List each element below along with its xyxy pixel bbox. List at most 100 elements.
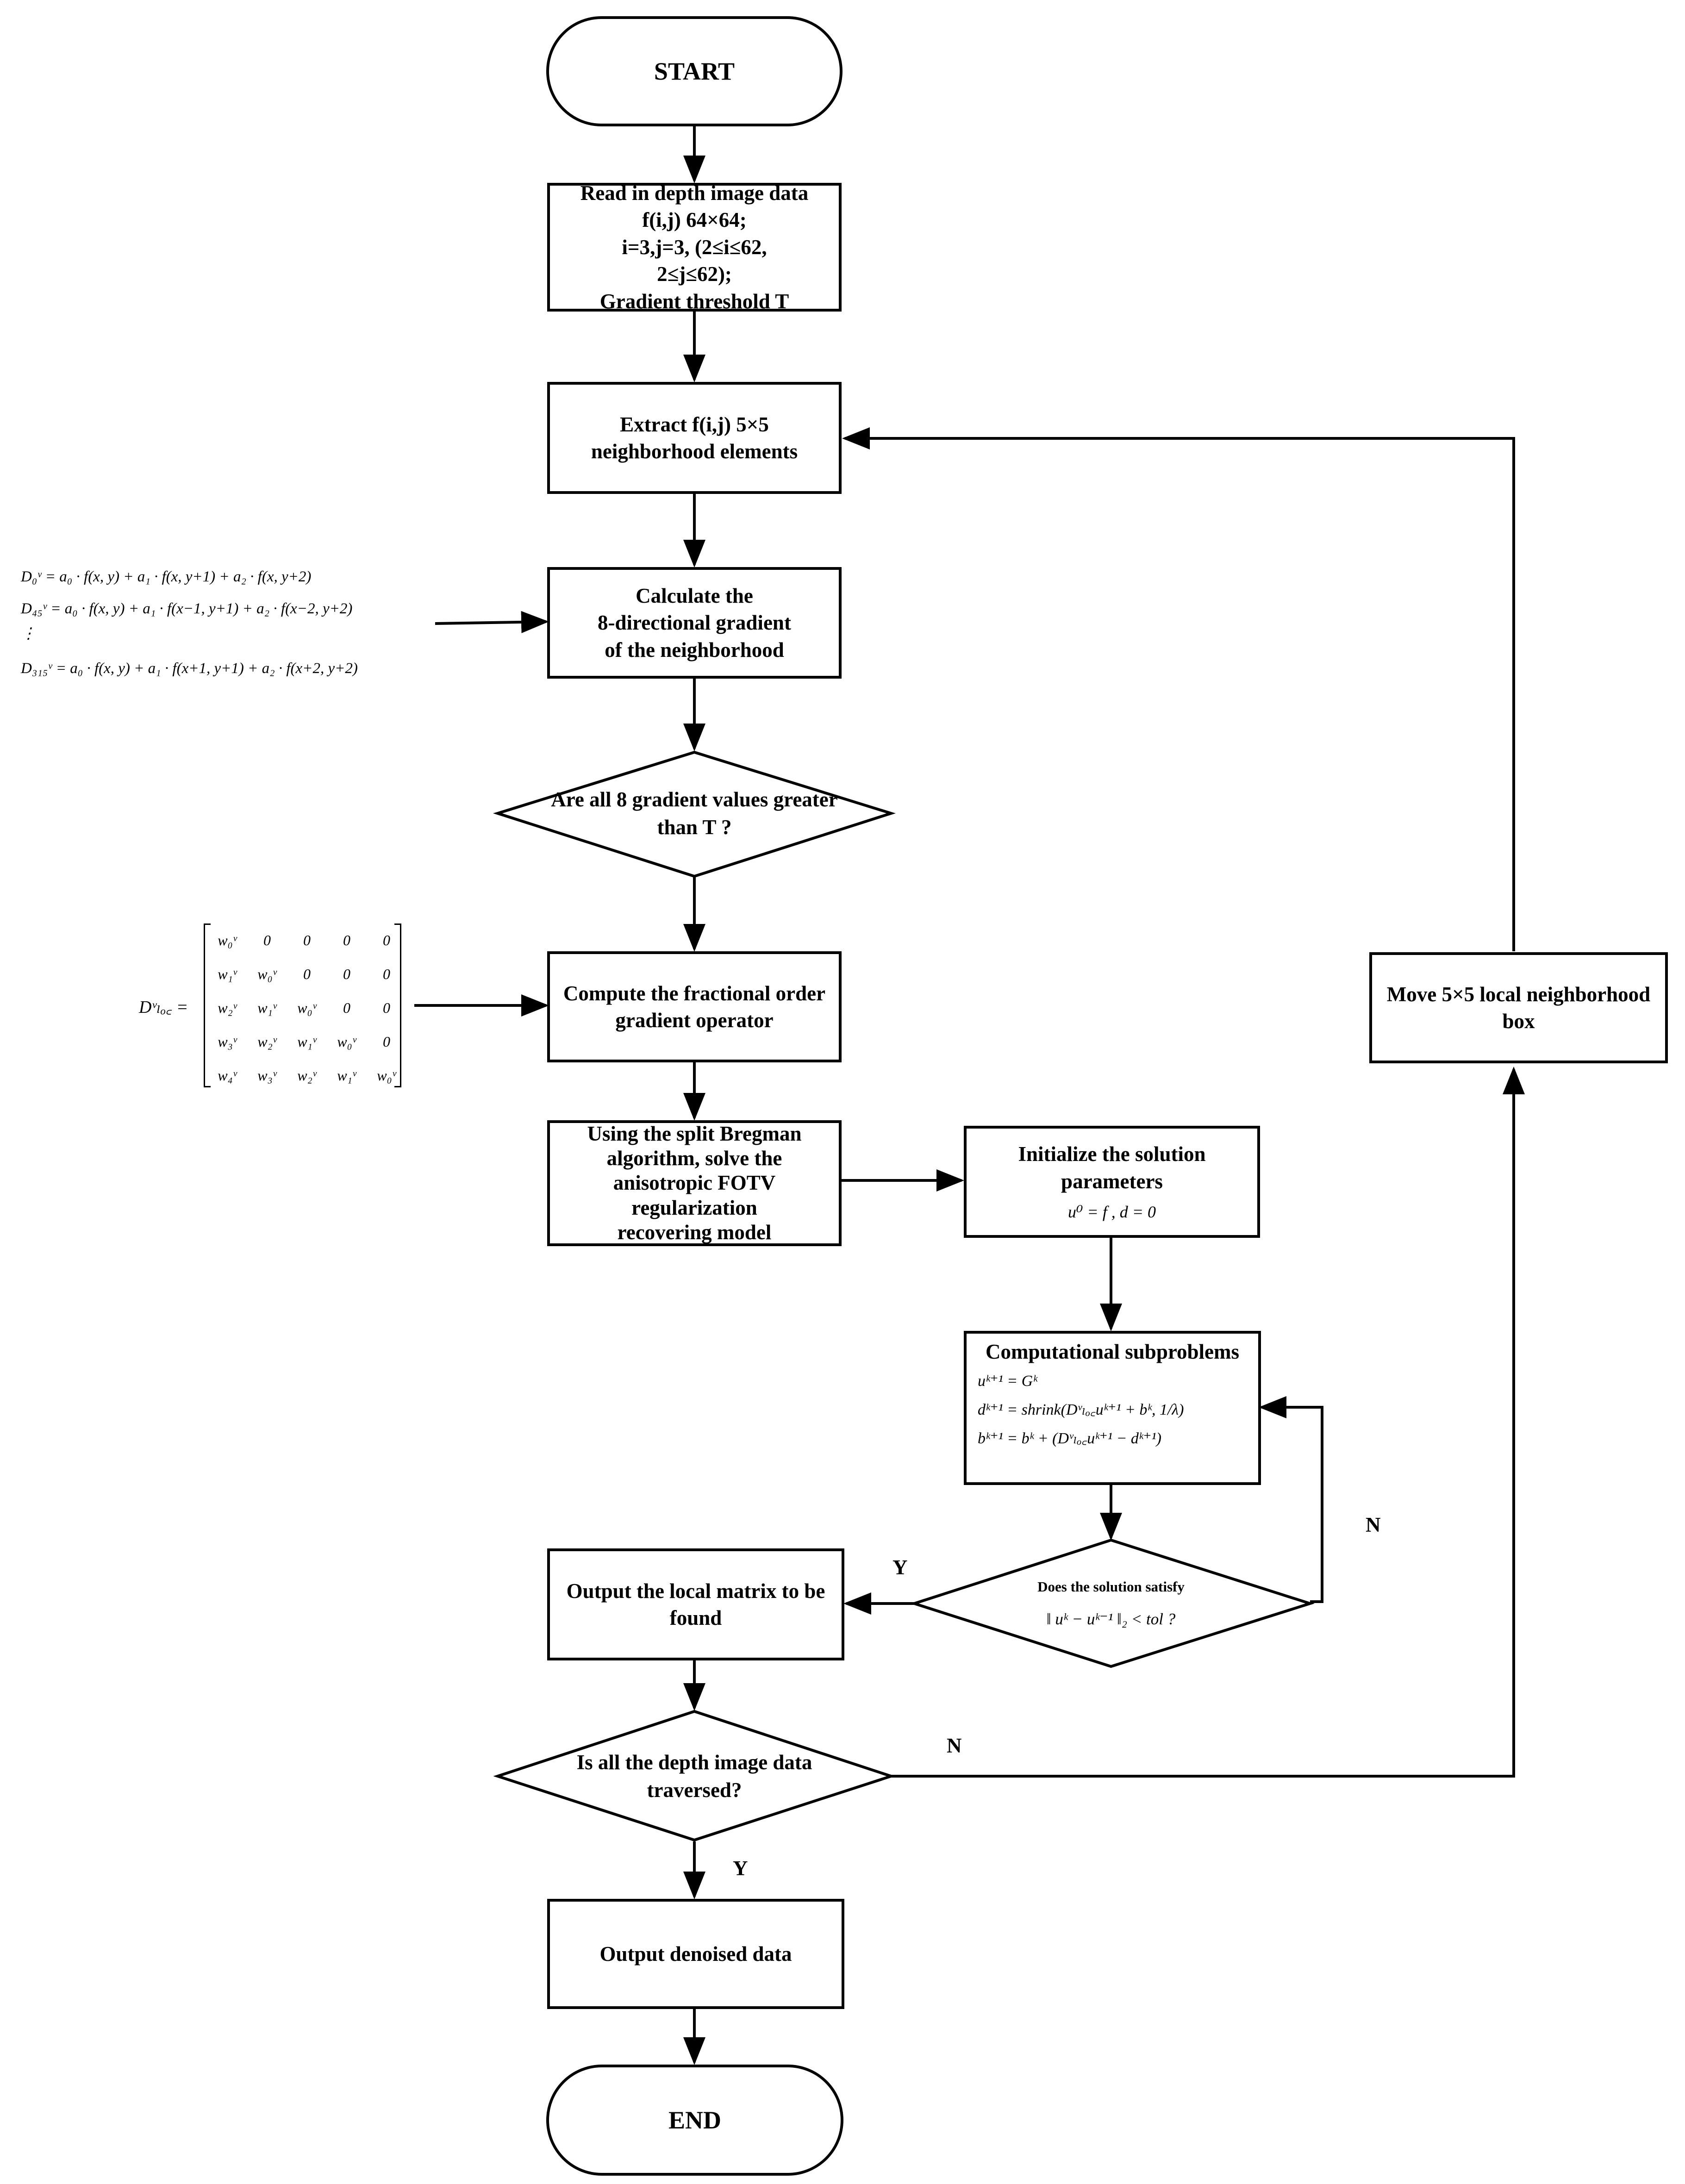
decision-gradient-shape [493,750,896,878]
matrix-cell: 0 [263,932,271,948]
matrix-cell: w₂ᵛ [297,1067,317,1084]
matrix-cell: 0 [303,966,311,982]
extract-line-2: neighborhood elements [591,440,798,463]
matrix-cell: w₀ᵛ [377,1067,396,1084]
bregman-line-3: anisotropic FOTV [613,1171,776,1195]
operator-matrix-label: Dᵛₗₒ꜀ = [139,998,188,1017]
initialize-equation: u⁰ = f , d = 0 [1067,1203,1156,1222]
gradient-equation-315: D₃₁₅ᵛ = a₀ · f(x, y) + a₁ · f(x+1, y+1) … [21,660,358,677]
label-tol-no: N [1366,1513,1381,1536]
extract-line-1: Extract f(i,j) 5×5 [620,412,769,436]
output-denoised-box: Output denoised data [547,1899,844,2009]
matrix-cell: 0 [383,1033,390,1050]
matrix-cell: w₂ᵛ [257,1033,277,1050]
decision-gradient: Are all 8 gradient values greater than T… [500,782,889,845]
calculate-line-2: 8-directional gradient [598,611,791,635]
arrow-move-extract [842,427,1515,951]
decision-tol: Does the solution satisfy ‖ uᵏ − uᵏ⁻¹ ‖₂… [944,1567,1278,1641]
initialize-box: Initialize the solution parameters u⁰ = … [964,1126,1260,1238]
matrix-right-bracket [394,924,401,1087]
compute-line-1: Compute the fractional order [563,981,826,1005]
arrow-tol-no-loop [1259,1396,1323,1603]
extract-box: Extract f(i,j) 5×5 neighborhood elements [547,382,842,494]
matrix-row: w₁ᵛ w₀ᵛ 0 0 0 [207,957,406,991]
matrix-cell: 0 [343,932,350,948]
subproblems-eq-b: bᵏ⁺¹ = bᵏ + (Dᵛₗₒ꜀uᵏ⁺¹ − dᵏ⁺¹) [978,1429,1161,1447]
operator-matrix-grid: w₀ᵛ 0 0 0 0 w₁ᵛ w₀ᵛ 0 0 0 w₂ᵛ w₁ᵛ w₀ᵛ [207,924,406,1092]
arrow-traversed-no [891,1067,1525,1778]
output-local-box: Output the local matrix to be found [547,1548,844,1660]
read-line-5: Gradient threshold T [599,289,789,313]
label-traversed-no: N [947,1734,962,1757]
calculate-line-1: Calculate the [636,584,753,607]
start-label: START [654,57,735,85]
gradient-equation-45: D₄₅ᵛ = a₀ · f(x, y) + a₁ · f(x−1, y+1) +… [21,600,353,617]
label-tol-yes: Y [892,1556,908,1579]
bregman-box: Using the split Bregman algorithm, solve… [547,1120,842,1246]
subproblems-eq-u: uᵏ⁺¹ = Gᵏ [978,1372,1037,1390]
output-local-line-2: found [669,1606,722,1629]
decision-traversed-shape [493,1710,896,1842]
end-label: END [668,2106,721,2134]
matrix-row: w₂ᵛ w₁ᵛ w₀ᵛ 0 0 [207,991,406,1025]
arrow-equations-calculate [435,611,549,633]
bregman-line-2: algorithm, solve the [606,1147,782,1170]
decision-gradient-line-1: Are all 8 gradient values greater [551,788,838,811]
matrix-row: w₃ᵛ w₂ᵛ w₁ᵛ w₀ᵛ 0 [207,1025,406,1059]
label-traversed-yes: Y [733,1857,748,1880]
calculate-gradient-box: Calculate the 8-directional gradient of … [547,567,842,679]
move-line-1: Move 5×5 local neighborhood [1386,982,1651,1006]
subproblems-title: Computational subproblems [985,1340,1240,1363]
matrix-cell: 0 [343,966,350,982]
matrix-cell: 0 [303,932,311,948]
matrix-row: w₀ᵛ 0 0 0 0 [207,924,406,957]
matrix-cell: w₁ᵛ [257,999,277,1016]
end-terminal: END [546,2065,843,2176]
gradient-equation-0: D₀ᵛ = a₀ · f(x, y) + a₁ · f(x, y+1) + a₂… [21,568,312,585]
read-line-1: Read in depth image data [580,181,809,205]
output-denoised-label: Output denoised data [599,1942,792,1966]
read-line-4: 2≤j≤62); [657,262,732,286]
matrix-cell: w₁ᵛ [337,1067,356,1084]
matrix-left-bracket [204,924,211,1087]
decision-tol-equation: ‖ uᵏ − uᵏ⁻¹ ‖₂ < tol ? [1046,1610,1176,1629]
matrix-cell: 0 [343,999,350,1016]
gradient-equation-ellipsis: ⋮ [21,625,36,642]
matrix-cell: 0 [383,999,390,1016]
decision-traversed-line-2: traversed? [647,1778,742,1802]
decision-tol-title: Does the solution satisfy [1037,1579,1185,1595]
bregman-line-4: regularization [631,1196,757,1219]
decision-tol-shape [910,1538,1315,1668]
matrix-cell: w₃ᵛ [218,1033,237,1050]
matrix-row: w₄ᵛ w₃ᵛ w₂ᵛ w₁ᵛ w₀ᵛ [207,1059,406,1092]
matrix-cell: w₀ᵛ [218,932,237,948]
initialize-line-1: Initialize the solution [1018,1142,1206,1166]
matrix-cell: w₀ᵛ [257,966,277,982]
read-line-3: i=3,j=3, (2≤i≤62, [622,235,767,259]
read-data-box: Read in depth image data f(i,j) 64×64; i… [547,181,842,313]
matrix-cell: 0 [383,932,390,948]
calculate-line-3: of the neighborhood [605,638,784,661]
compute-line-2: gradient operator [615,1009,774,1032]
start-terminal: START [546,16,842,126]
bregman-line-1: Using the split Bregman [587,1122,802,1146]
read-line-2: f(i,j) 64×64; [642,208,747,232]
subproblems-eq-d: dᵏ⁺¹ = shrink(Dᵛₗₒ꜀uᵏ⁺¹ + bᵏ, 1/λ) [978,1401,1184,1418]
compute-operator-box: Compute the fractional order gradient op… [547,951,842,1062]
matrix-cell: w₄ᵛ [218,1067,237,1084]
output-local-line-1: Output the local matrix to be [566,1579,825,1603]
decision-traversed: Is all the depth image data traversed? [509,1745,880,1808]
matrix-cell: w₁ᵛ [218,966,237,982]
matrix-cell: 0 [383,966,390,982]
initialize-line-2: parameters [1061,1169,1163,1193]
matrix-cell: w₀ᵛ [297,999,317,1016]
decision-traversed-line-1: Is all the depth image data [576,1751,812,1774]
move-line-2: box [1502,1010,1535,1033]
matrix-cell: w₀ᵛ [337,1033,356,1050]
matrix-cell: w₃ᵛ [257,1067,277,1084]
move-box: Move 5×5 local neighborhood box [1369,952,1668,1063]
bregman-line-5: recovering model [617,1220,772,1244]
matrix-cell: w₂ᵛ [218,999,237,1016]
